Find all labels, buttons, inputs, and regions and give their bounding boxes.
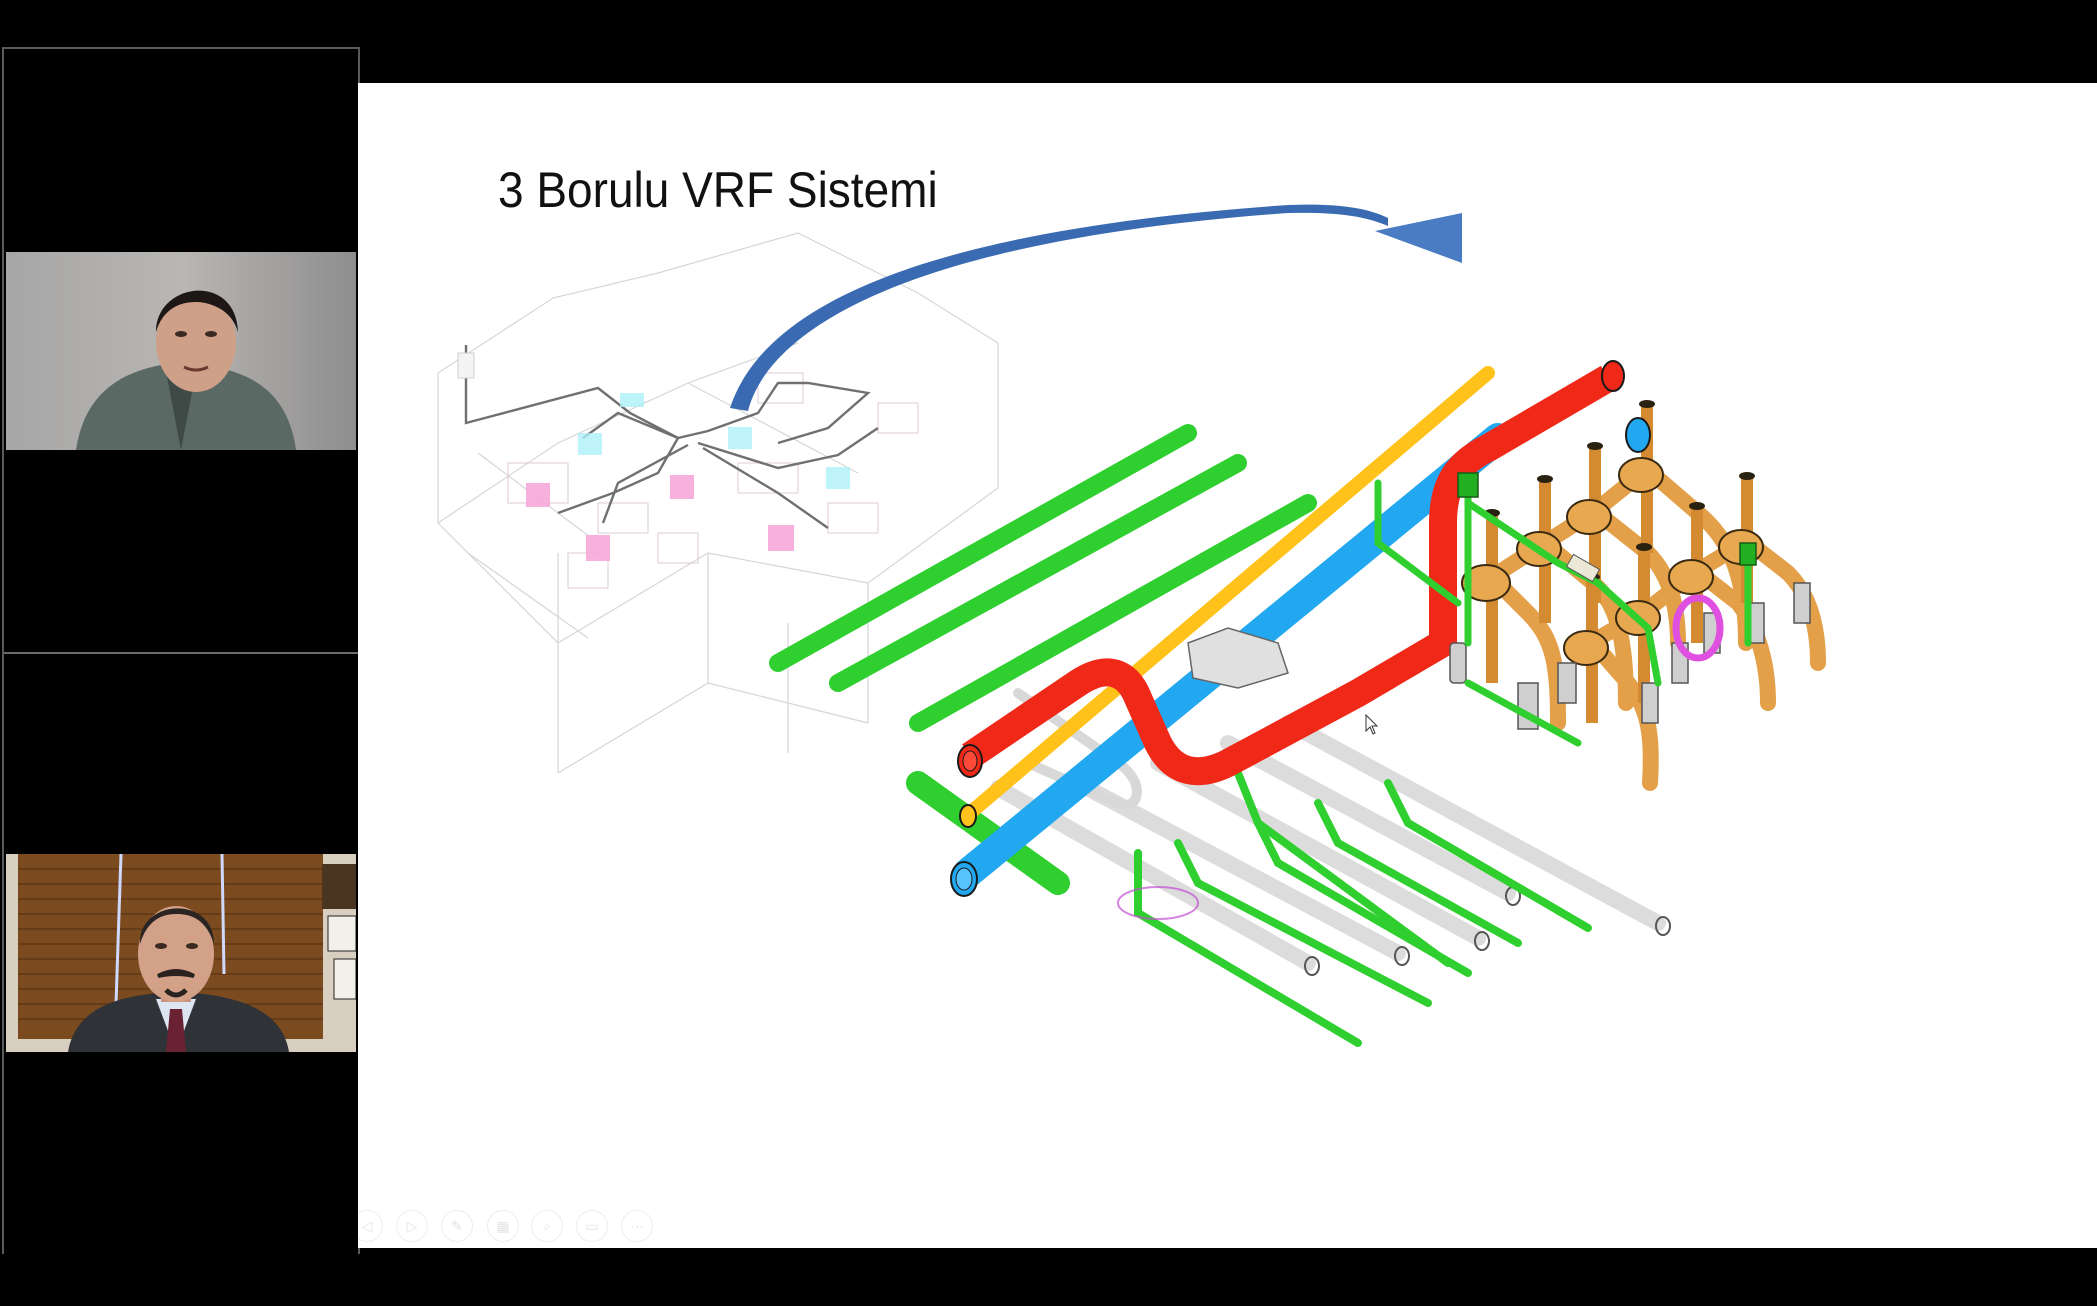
subtitles-icon: ▭ [585,1217,599,1234]
previous-slide-button[interactable]: ◁ [358,1210,383,1242]
mouse-cursor [1365,713,1379,735]
pipe-assembly-render [769,360,1826,1047]
pen-icon: ✎ [451,1217,463,1234]
pen-button[interactable]: ✎ [441,1210,473,1242]
curved-arrow [730,204,1462,411]
participant-tile-1[interactable] [4,49,358,650]
isometric-building-diagram [437,232,999,774]
next-slide-button[interactable]: ▷ [396,1210,428,1242]
slide-artwork [437,204,1826,1047]
webcam-feed-1 [6,252,356,450]
indoor-units [526,393,850,561]
slide-title: 3 Borulu VRF Sistemi [498,162,938,218]
participant-sidebar [2,47,360,1254]
subtitles-button[interactable]: ▭ [576,1210,608,1242]
previous-icon: ◁ [361,1217,373,1234]
webcam-feed-2 [6,854,356,1052]
presentation-slide: 3 Borulu VRF Sistemi [358,83,2097,1248]
participant-video-1 [6,252,356,450]
participant-tile-2[interactable] [4,652,358,1254]
zoom-button[interactable]: ⌕ [531,1210,563,1242]
magnifier-icon: ⌕ [543,1217,551,1234]
slides-grid-icon: ▦ [496,1217,510,1234]
next-icon: ▷ [406,1217,418,1234]
see-all-slides-button[interactable]: ▦ [487,1210,519,1242]
participant-video-2 [6,854,356,1052]
more-options-button[interactable]: ⋯ [621,1210,653,1242]
slideshow-toolbar: ◁ ▷ ✎ ▦ ⌕ ▭ ⋯ [358,1210,678,1248]
more-icon: ⋯ [630,1217,644,1234]
refrigerant-lines [457,345,879,529]
